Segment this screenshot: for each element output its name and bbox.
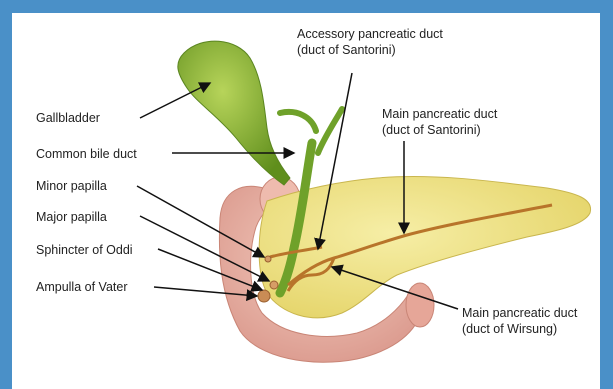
duodenum-distal bbox=[406, 283, 434, 327]
label-gallbladder: Gallbladder bbox=[36, 110, 100, 126]
label-common-bile-duct: Common bile duct bbox=[36, 146, 137, 162]
major-papilla bbox=[270, 281, 278, 289]
label-ampulla-of-vater: Ampulla of Vater bbox=[36, 279, 127, 295]
ampulla-of-vater bbox=[258, 290, 270, 302]
label-main-wirsung-line1: Main pancreatic duct bbox=[462, 305, 577, 321]
label-main-wirsung-line2: (duct of Wirsung) bbox=[462, 321, 577, 337]
label-accessory-line1: Accessory pancreatic duct bbox=[297, 26, 443, 42]
hepatic-duct bbox=[280, 112, 316, 131]
label-main-duct-santorini: Main pancreatic duct (duct of Santorini) bbox=[382, 106, 497, 138]
label-main-santorini-line1: Main pancreatic duct bbox=[382, 106, 497, 122]
label-main-santorini-line2: (duct of Santorini) bbox=[382, 122, 497, 138]
label-main-duct-wirsung: Main pancreatic duct (duct of Wirsung) bbox=[462, 305, 577, 337]
minor-papilla bbox=[265, 256, 271, 262]
label-sphincter-of-oddi: Sphincter of Oddi bbox=[36, 242, 133, 258]
label-accessory-line2: (duct of Santorini) bbox=[297, 42, 443, 58]
diagram-frame: Gallbladder Common bile duct Minor papil… bbox=[12, 13, 600, 389]
label-accessory-pancreatic-duct: Accessory pancreatic duct (duct of Santo… bbox=[297, 26, 443, 58]
label-minor-papilla: Minor papilla bbox=[36, 178, 107, 194]
label-major-papilla: Major papilla bbox=[36, 209, 107, 225]
gallbladder bbox=[178, 41, 290, 185]
